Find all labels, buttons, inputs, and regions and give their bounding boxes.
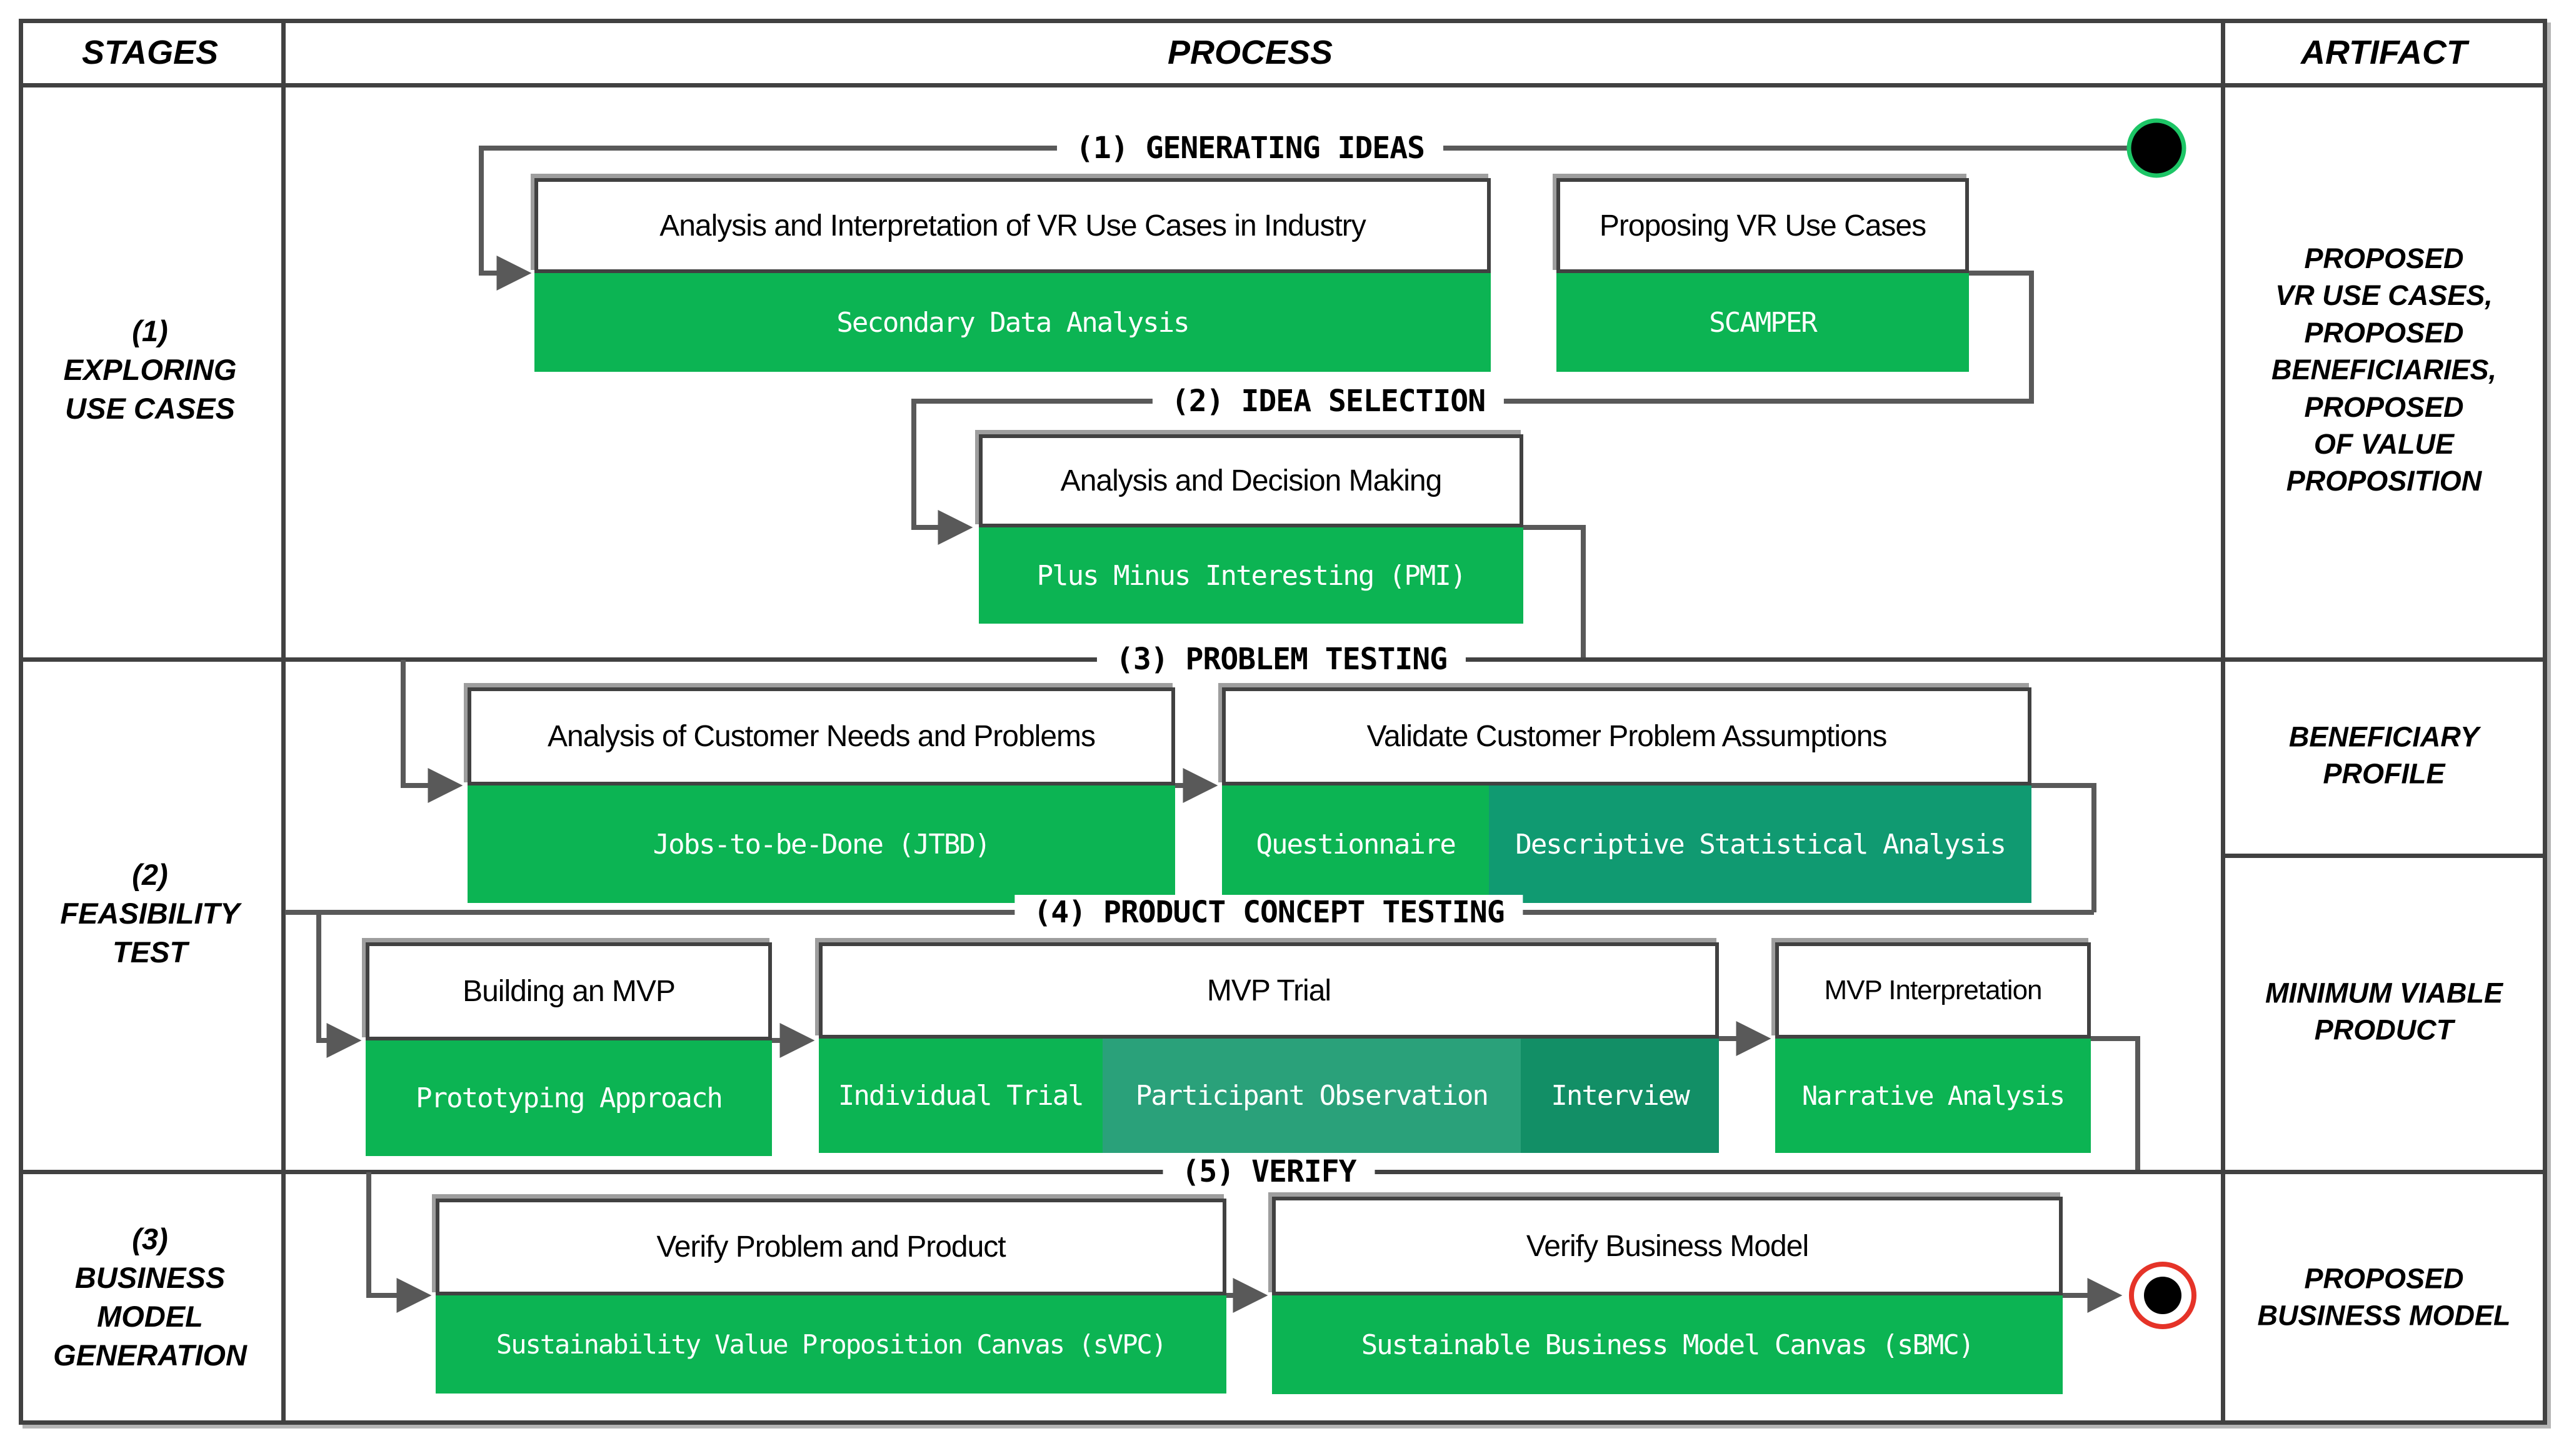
artifact-cell-minimum-viable-product: MINIMUM VIABLE PRODUCT — [2265, 977, 2503, 1046]
section-label-generating-ideas: (1) GENERATING IDEAS — [1057, 131, 1443, 166]
activity-title: Verify Business Model — [1272, 1197, 2063, 1295]
method-chip-scamper: SCAMPER — [1556, 273, 1969, 372]
activity-title: Validate Customer Problem Assumptions — [1222, 687, 2031, 785]
section-label-idea-selection: (2) IDEA SELECTION — [1152, 384, 1505, 419]
stage-cell-exploring-use-cases: (1) EXPLORING USE CASES — [63, 314, 237, 426]
connector-a8-to-row3 — [2091, 1036, 2140, 1170]
activity-title: Analysis and Decision Making — [979, 434, 1523, 527]
method-chip-prototyping-approach: Prototyping Approach — [366, 1040, 772, 1156]
activity-proposing-vr-use-cases: Proposing VR Use Cases SCAMPER — [1556, 178, 1969, 372]
artifact-cell-beneficiary-profile: BENEFICIARY PROFILE — [2288, 721, 2480, 790]
method-chip-svpc: Sustainability Value Proposition Canvas … — [436, 1295, 1226, 1394]
artifact-cell-divider — [2221, 854, 2547, 858]
method-chip-questionnaire: Questionnaire — [1222, 785, 1490, 903]
activity-title: MVP Interpretation — [1775, 942, 2091, 1039]
column-divider-artifact — [2221, 19, 2225, 1425]
activity-verify-business-model: Verify Business Model Sustainable Busine… — [1272, 1197, 2063, 1394]
activity-analysis-decision-making: Analysis and Decision Making Plus Minus … — [979, 434, 1523, 624]
connector-line4-to-a6 — [316, 912, 362, 1058]
method-chip-jtbd: Jobs-to-be-Done (JTBD) — [468, 785, 1175, 903]
connector-row3-to-a9 — [366, 1172, 432, 1313]
activity-validate-problem-assumptions: Validate Customer Problem Assumptions Qu… — [1222, 687, 2031, 903]
header-stages: STAGES — [81, 34, 219, 71]
connector-row2-to-a4 — [401, 660, 463, 803]
section-label-verify: (5) VERIFY — [1163, 1154, 1375, 1189]
activity-title: Building an MVP — [366, 942, 772, 1040]
activity-title: Proposing VR Use Cases — [1556, 178, 1969, 273]
activity-mvp-interpretation: MVP Interpretation Narrative Analysis — [1775, 942, 2091, 1153]
method-chip-participant-observation: Participant Observation — [1102, 1039, 1521, 1153]
header-process: PROCESS — [1167, 34, 1333, 71]
final-node-core-icon — [2144, 1277, 2181, 1314]
artifact-cell-proposed-use-cases: PROPOSED VR USE CASES, PROPOSED BENEFICI… — [2271, 242, 2497, 497]
activity-title: Verify Problem and Product — [436, 1199, 1226, 1295]
method-chip-interview: Interview — [1521, 1039, 1719, 1153]
section-label-product-concept-testing: (4) PRODUCT CONCEPT TESTING — [1014, 895, 1523, 930]
table-outline — [19, 19, 2547, 1425]
section-label-problem-testing: (3) PROBLEM TESTING — [1096, 642, 1466, 677]
connector-a5-to-line4 — [2031, 783, 2096, 912]
method-chip-descriptive-statistical-analysis: Descriptive Statistical Analysis — [1489, 785, 2031, 903]
initial-node-icon — [2126, 118, 2186, 178]
connector-a3-to-row2 — [1523, 525, 1586, 657]
activity-analysis-vr-use-cases: Analysis and Interpretation of VR Use Ca… — [534, 178, 1491, 372]
artifact-cell-proposed-business-model: PROPOSED BUSINESS MODEL — [2257, 1262, 2511, 1332]
activity-verify-problem-product: Verify Problem and Product Sustainabilit… — [436, 1199, 1226, 1394]
activity-title: Analysis and Interpretation of VR Use Ca… — [534, 178, 1491, 273]
header-divider — [19, 83, 2547, 87]
column-divider-stages — [281, 19, 286, 1425]
activity-title: MVP Trial — [819, 942, 1719, 1039]
method-chip-secondary-data-analysis: Secondary Data Analysis — [534, 273, 1491, 372]
stage-cell-feasibility-test: (2) FEASIBILITY TEST — [60, 857, 240, 969]
method-chip-individual-trial: Individual Trial — [819, 1039, 1103, 1153]
activity-customer-needs-problems: Analysis of Customer Needs and Problems … — [468, 687, 1175, 903]
activity-title: Analysis of Customer Needs and Problems — [468, 687, 1175, 785]
method-chip-pmi: Plus Minus Interesting (PMI) — [979, 527, 1523, 624]
header-artifact: ARTIFACT — [2301, 34, 2467, 71]
method-chip-sbmc: Sustainable Business Model Canvas (sBMC) — [1272, 1295, 2063, 1394]
activity-building-mvp: Building an MVP Prototyping Approach — [366, 942, 772, 1156]
activity-mvp-trial: MVP Trial Individual Trial Participant O… — [819, 942, 1719, 1153]
stage-cell-business-model-generation: (3) BUSINESS MODEL GENERATION — [53, 1222, 247, 1372]
method-chip-narrative-analysis: Narrative Analysis — [1775, 1039, 2091, 1153]
